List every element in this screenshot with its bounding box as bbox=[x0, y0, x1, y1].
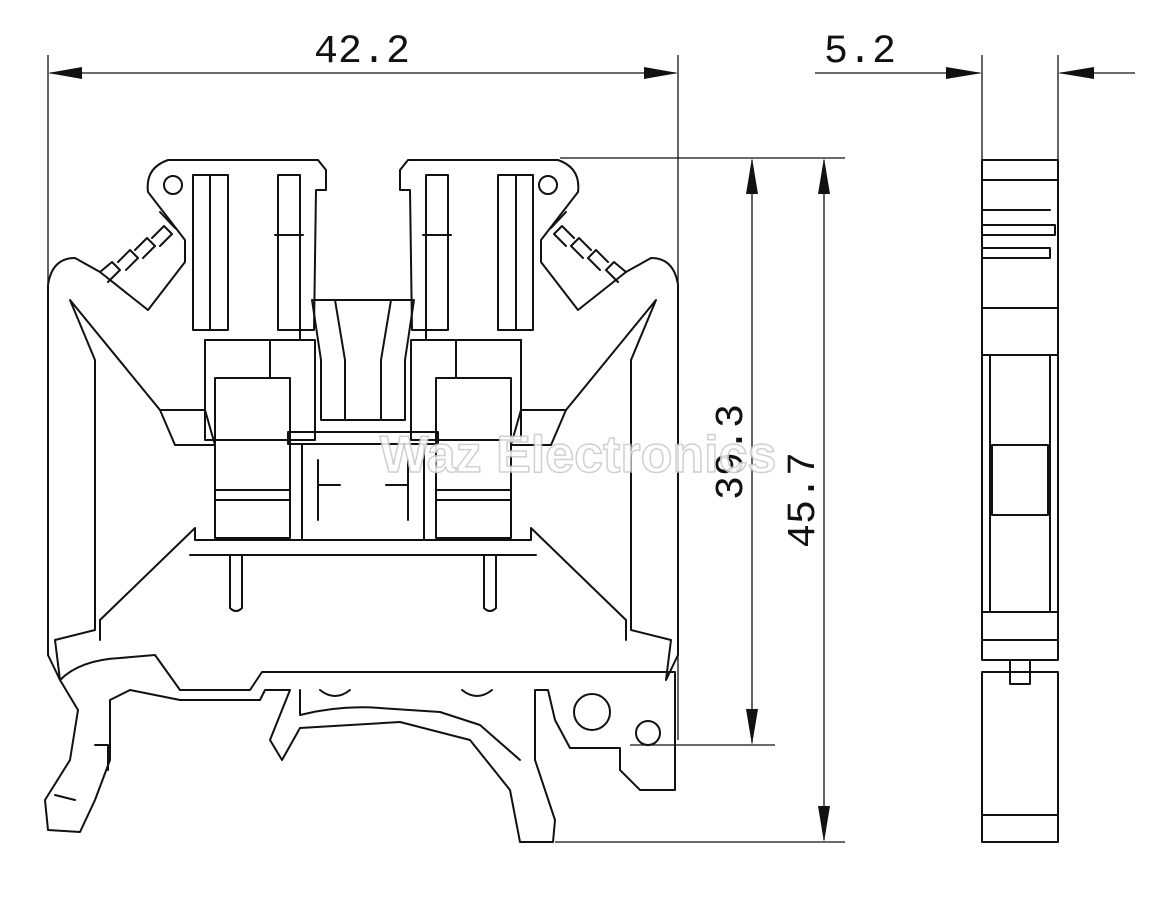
dimension-width-label: 42.2 bbox=[314, 30, 410, 75]
dimension-thickness-label: 5.2 bbox=[824, 30, 896, 75]
dimension-height-inner: 39.3 bbox=[560, 157, 775, 746]
watermark-text: Waz Electronics bbox=[380, 426, 777, 484]
side-view bbox=[981, 159, 1059, 843]
dimension-height-inner-label: 39.3 bbox=[710, 404, 755, 500]
dimension-width: 42.2 bbox=[47, 30, 679, 740]
dimension-height-total: 45.7 bbox=[555, 157, 845, 843]
front-view bbox=[44, 159, 679, 843]
dimension-height-total-label: 45.7 bbox=[782, 452, 827, 548]
dimension-thickness: 5.2 bbox=[815, 30, 1135, 160]
